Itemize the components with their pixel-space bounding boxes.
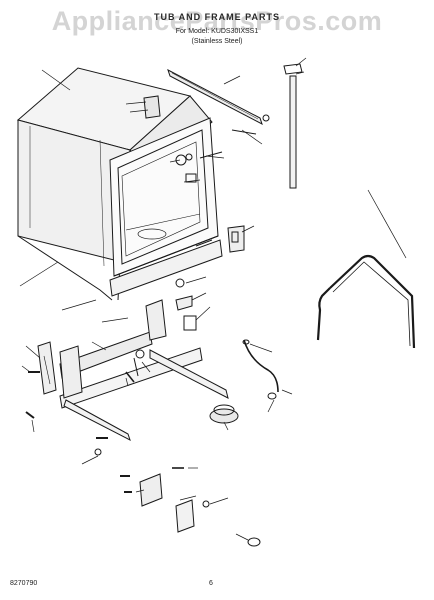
leader-lines xyxy=(19,57,407,541)
door-gasket xyxy=(316,254,416,349)
tub-frame xyxy=(109,117,223,297)
model-line: For Model: KUDS30IXSS1 xyxy=(175,28,259,35)
diagram-code: 8270790 xyxy=(10,580,38,587)
page-number: 6 xyxy=(209,580,213,587)
leveling-leg xyxy=(37,341,57,395)
drain-hose xyxy=(242,339,279,400)
finish-line: (Stainless Steel) xyxy=(191,38,243,45)
hinge-bracket xyxy=(227,225,245,253)
side-strip xyxy=(283,63,303,189)
bottom-bracket xyxy=(120,467,261,547)
fasteners-top xyxy=(143,95,270,331)
watermark: AppliancePartsPros.com xyxy=(51,6,383,36)
lower-frame-rail xyxy=(59,299,229,442)
top-rail xyxy=(167,68,263,126)
diagram-title: TUB AND FRAME PARTS xyxy=(154,12,280,22)
diagram-header: AppliancePartsPros.com TUB AND FRAME PAR… xyxy=(0,0,434,56)
sump-part xyxy=(209,404,239,424)
